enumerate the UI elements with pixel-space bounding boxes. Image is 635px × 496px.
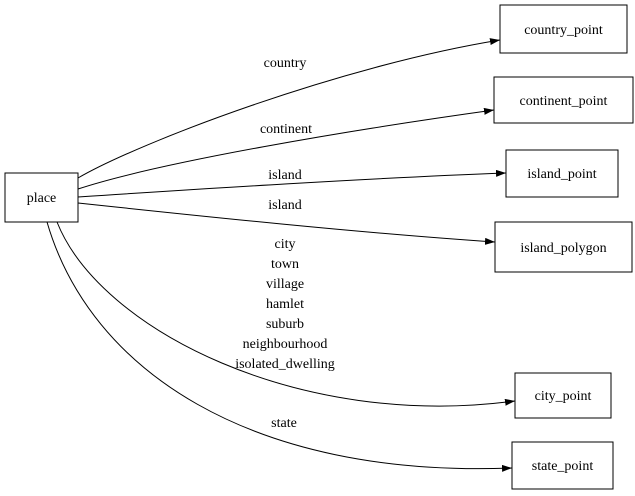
node-island_polygon: island_polygon xyxy=(494,221,633,273)
edge-label-state: state xyxy=(271,416,297,431)
node-country_point: country_point xyxy=(499,4,628,54)
edge-place-to-island_polygon xyxy=(77,202,496,245)
node-island_point-label: island_point xyxy=(527,167,596,182)
edge-label-city-multiline: city town village hamlet suburb neighbou… xyxy=(235,237,335,372)
node-country_point-box xyxy=(499,4,628,54)
node-place: place xyxy=(4,172,79,223)
edge-place-to-island_point xyxy=(77,169,507,198)
edge-label-neighbourhood-line: neighbourhood xyxy=(243,337,328,352)
node-continent_point-label: continent_point xyxy=(520,94,608,109)
edge-label-island-point: island xyxy=(268,168,301,183)
edge-label-continent: continent xyxy=(260,122,312,137)
node-continent_point: continent_point xyxy=(493,76,634,124)
edge-place-to-continent_point xyxy=(77,107,495,190)
node-city_point-box xyxy=(514,372,612,419)
edge-label-suburb-line: suburb xyxy=(266,317,304,332)
edge-place-to-country_point xyxy=(77,38,501,179)
edge-label-island-polygon: island xyxy=(268,198,301,213)
node-country_point-label: country_point xyxy=(524,23,603,38)
node-city_point: city_point xyxy=(514,372,612,419)
node-state_point-label: state_point xyxy=(532,459,594,474)
edges-group xyxy=(46,38,516,472)
node-island_polygon-box xyxy=(494,221,633,273)
node-place-label: place xyxy=(27,191,57,206)
node-continent_point-box xyxy=(493,76,634,124)
edge-label-village-line: village xyxy=(266,277,304,292)
edge-label-isolated-dwelling-line: isolated_dwelling xyxy=(235,357,335,372)
node-island_point-box xyxy=(505,149,619,198)
edge-place-to-state_point xyxy=(46,221,513,472)
node-city_point-label: city_point xyxy=(535,389,592,404)
edge-place-to-city_point xyxy=(56,221,516,407)
edge-label-hamlet-line: hamlet xyxy=(266,297,304,312)
edge-label-town-line: town xyxy=(271,257,299,272)
node-state_point: state_point xyxy=(511,441,614,490)
edge-label-city-line: city xyxy=(275,237,296,252)
nodes-group: place country_point continent_point isla… xyxy=(4,4,634,490)
edge-labels-group: country continent island island city tow… xyxy=(235,56,335,431)
node-island_polygon-label: island_polygon xyxy=(520,241,606,256)
node-place-box xyxy=(4,172,79,223)
edge-label-country: country xyxy=(264,56,307,71)
node-state_point-box xyxy=(511,441,614,490)
node-island_point: island_point xyxy=(505,149,619,198)
